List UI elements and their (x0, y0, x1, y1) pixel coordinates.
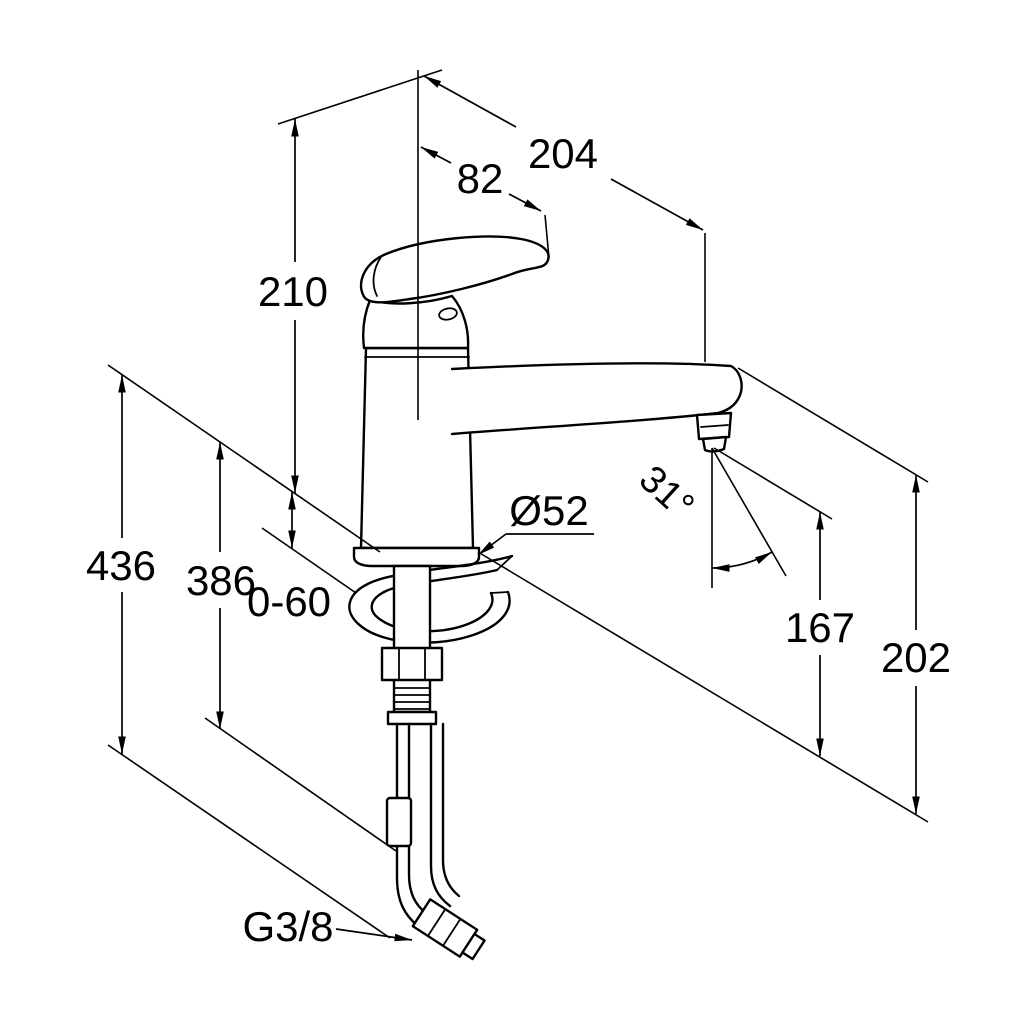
outlet-extension-right (713, 447, 833, 520)
supply-hose-right-outer (441, 722, 461, 898)
stream-direction-line (711, 447, 787, 577)
mounting-nut (380, 646, 444, 682)
dim-386-label: 386 (186, 557, 256, 604)
connection-nut-facet-2 (442, 918, 462, 947)
spout-top-extension-right (737, 367, 929, 483)
hose-clip (385, 796, 413, 848)
deck-top-extension-left (107, 364, 381, 553)
shank-collar (386, 710, 438, 726)
dimension-labels: 204 82 210 436 386 0-60 Ø52 31° 167 202 … (86, 130, 951, 950)
top-reference-line (277, 69, 443, 125)
dimension-lines (118, 75, 920, 942)
stream-angle-label: 31° (631, 458, 702, 528)
spout-fill (452, 363, 742, 434)
thread-leader-line (335, 928, 413, 942)
faucet-figure (348, 235, 743, 961)
lever-pivot-detail (372, 256, 382, 297)
cartridge-dome (362, 294, 470, 350)
dim-204-line-a (423, 75, 517, 128)
supply-hose-right-inner (429, 722, 452, 908)
deck-bottom-extension-left (261, 527, 357, 594)
spout (450, 362, 743, 436)
extension-lines (107, 69, 929, 939)
connection-nut-facet-1 (426, 908, 447, 937)
hose-connection-nut (411, 898, 486, 961)
angle-arc (711, 551, 773, 572)
temperature-indicator-dot (438, 307, 458, 321)
base-flange (352, 546, 481, 568)
dim-82-label: 82 (457, 155, 504, 202)
deck-top-extension-right (477, 551, 929, 823)
dim-436-label: 436 (86, 542, 156, 589)
dim-210-label: 210 (258, 268, 328, 315)
connection-nut-body (411, 898, 479, 958)
dim-82-line-a (420, 146, 452, 164)
hose-end-extension (107, 744, 391, 939)
lever-handle (359, 235, 550, 304)
dim-204-label: 204 (528, 130, 598, 177)
mounting-horseshoe-inner (370, 568, 499, 633)
diameter-leader-line (477, 533, 507, 556)
diameter-label: Ø52 (509, 487, 588, 534)
aerator-seam (700, 424, 729, 428)
dim-167-label: 167 (785, 604, 855, 651)
horseshoe-tip-1 (496, 555, 513, 571)
thread-label: G3/8 (242, 903, 333, 950)
lever-tip-extension (544, 214, 550, 259)
dim-82-line-b (508, 193, 542, 212)
hose-bend-extension (204, 717, 397, 852)
drawing-root: 204 82 210 436 386 0-60 Ø52 31° 167 202 … (86, 69, 951, 961)
dim-0-60-label: 0-60 (247, 578, 331, 625)
threaded-shank (392, 564, 432, 714)
shank-thread-lines (393, 687, 431, 710)
stream-angle-annotation (711, 447, 787, 588)
dim-202-label: 202 (881, 634, 951, 681)
connection-nut-collar (461, 932, 486, 961)
horseshoe-tip-2 (490, 591, 509, 594)
aerator-outlet (701, 435, 728, 453)
dim-204-line-b (610, 178, 704, 231)
